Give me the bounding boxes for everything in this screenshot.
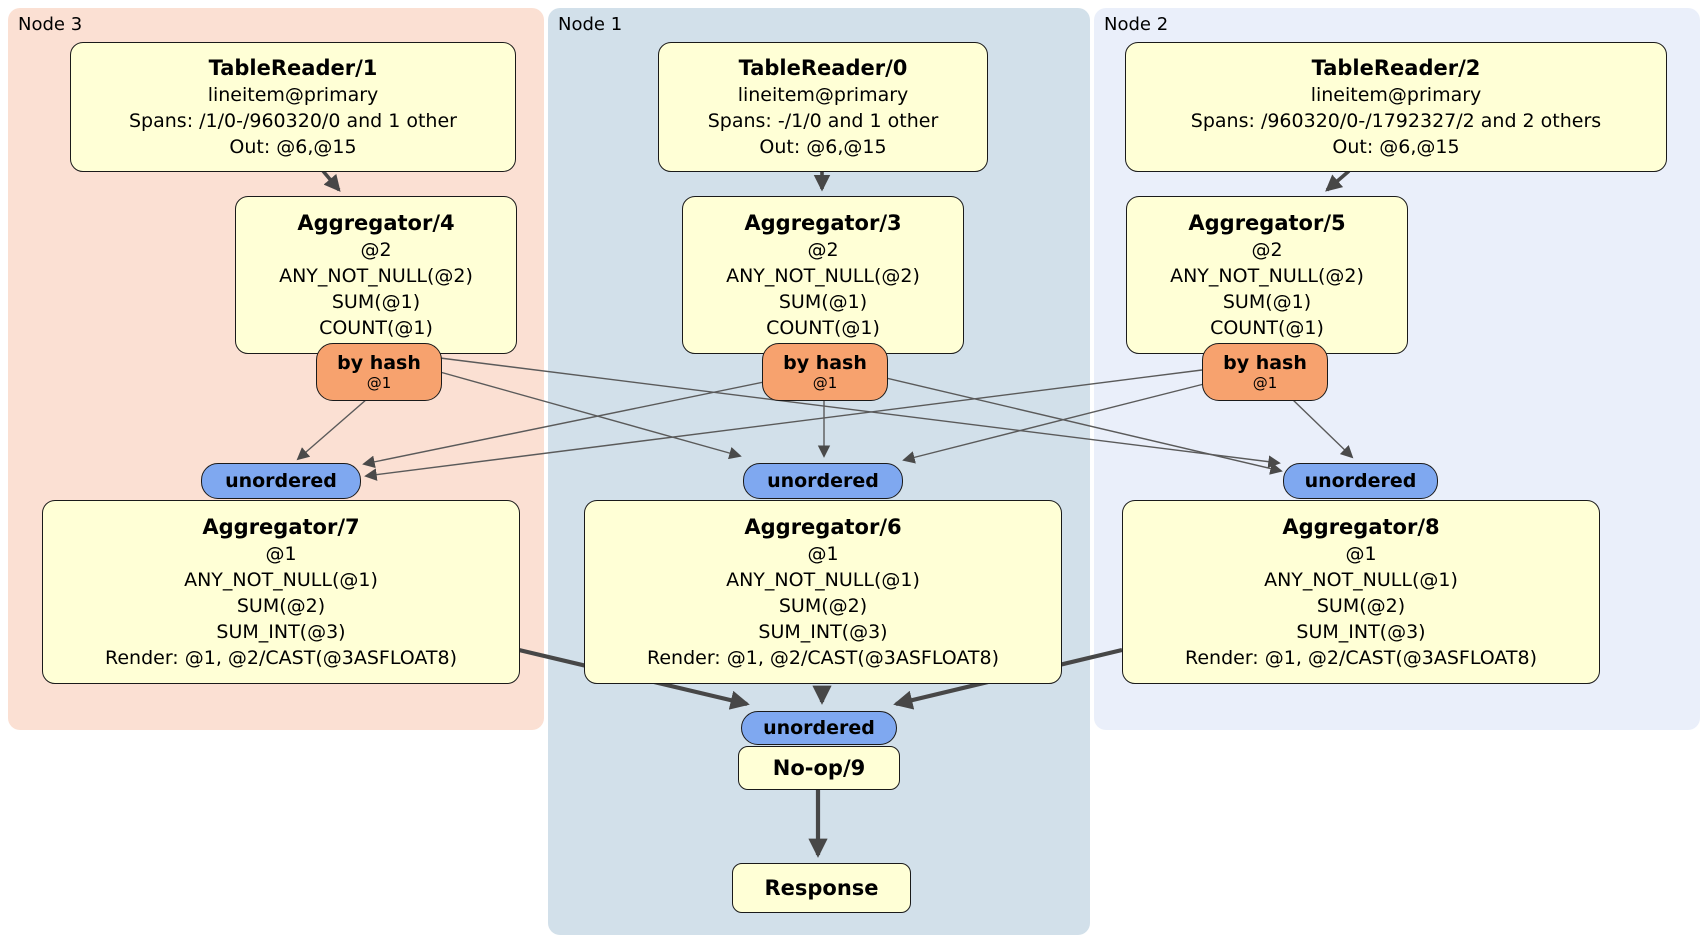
node-detail: Spans: /1/0-/960320/0 and 1 other: [129, 109, 457, 132]
edge-router1-sync2: [885, 377, 1283, 475]
sync-label: unordered: [763, 717, 875, 739]
node-detail: COUNT(@1): [1210, 316, 1324, 339]
tablereader-2-node: TableReader/2 lineitem@primary Spans: /9…: [1125, 42, 1667, 172]
edge-router1-sync3: [362, 381, 765, 469]
tablereader-1-node: TableReader/1 lineitem@primary Spans: /1…: [70, 42, 516, 172]
noop-9-node: No-op/9: [738, 746, 900, 790]
unordered-sync-node1: unordered: [743, 463, 903, 499]
node-title: Aggregator/7: [202, 514, 360, 539]
aggregator-4-node: Aggregator/4 @2 ANY_NOT_NULL(@2) SUM(@1)…: [235, 196, 517, 354]
node-detail: Spans: -/1/0 and 1 other: [707, 109, 939, 132]
aggregator-7-node: Aggregator/7 @1 ANY_NOT_NULL(@1) SUM(@2)…: [42, 500, 520, 684]
node-detail: Render: @1, @2/CAST(@3ASFLOAT8): [1185, 646, 1537, 669]
edge-router3-sync2: [439, 357, 1281, 468]
node-detail: ANY_NOT_NULL(@2): [726, 264, 920, 287]
hash-router-node2: by hash @1: [1202, 343, 1328, 401]
router-label: by hash: [783, 352, 867, 374]
edge-router2-sync2: [1291, 398, 1354, 459]
node-title: No-op/9: [772, 755, 866, 780]
node-detail: SUM_INT(@3): [216, 620, 346, 643]
edge-router3-sync3: [296, 398, 368, 461]
node-detail: Out: @6,@15: [229, 135, 357, 158]
node-title: Aggregator/3: [744, 210, 902, 235]
node-detail: lineitem@primary: [1310, 83, 1482, 106]
node-detail: SUM(@2): [778, 594, 868, 617]
node-detail: @1: [265, 542, 297, 565]
node-title: Aggregator/4: [297, 210, 455, 235]
node-detail: COUNT(@1): [766, 316, 880, 339]
node-detail: @1: [807, 542, 839, 565]
router-key: @1: [1252, 374, 1278, 392]
edge-router3-sync1: [439, 371, 742, 460]
node-title: Aggregator/6: [744, 514, 902, 539]
sync-label: unordered: [225, 470, 337, 492]
node-title: Response: [764, 875, 879, 900]
node-detail: COUNT(@1): [319, 316, 433, 339]
node-detail: SUM(@1): [331, 290, 421, 313]
router-key: @1: [366, 374, 392, 392]
node-detail: SUM(@1): [1222, 290, 1312, 313]
node-detail: ANY_NOT_NULL(@1): [1264, 568, 1458, 591]
aggregator-5-node: Aggregator/5 @2 ANY_NOT_NULL(@2) SUM(@1)…: [1126, 196, 1408, 354]
node-detail: Out: @6,@15: [1332, 135, 1460, 158]
node-detail: ANY_NOT_NULL(@2): [1170, 264, 1364, 287]
unordered-sync-node3: unordered: [201, 463, 361, 499]
aggregator-8-node: Aggregator/8 @1 ANY_NOT_NULL(@1) SUM(@2)…: [1122, 500, 1600, 684]
node-detail: Render: @1, @2/CAST(@3ASFLOAT8): [647, 646, 999, 669]
hash-router-node1: by hash @1: [762, 343, 888, 401]
region-node1-label: Node 1: [558, 14, 623, 35]
edge-tr1-agg4: [321, 169, 341, 192]
node-detail: SUM(@2): [236, 594, 326, 617]
edge-router2-sync3: [364, 369, 1203, 481]
node-title: Aggregator/8: [1282, 514, 1440, 539]
node-title: TableReader/1: [208, 55, 378, 80]
node-detail: lineitem@primary: [207, 83, 379, 106]
node-title: TableReader/2: [1311, 55, 1481, 80]
node-detail: ANY_NOT_NULL(@2): [279, 264, 473, 287]
unordered-sync-node2: unordered: [1283, 463, 1438, 499]
region-node2-label: Node 2: [1104, 14, 1169, 35]
unordered-sync-final: unordered: [741, 711, 897, 745]
tablereader-0-node: TableReader/0 lineitem@primary Spans: -/…: [658, 42, 988, 172]
sync-label: unordered: [767, 470, 879, 492]
node-detail: @1: [1345, 542, 1377, 565]
node-detail: @2: [807, 238, 839, 261]
response-node: Response: [732, 863, 911, 913]
node-detail: SUM(@1): [778, 290, 868, 313]
region-node3-label: Node 3: [18, 14, 83, 35]
router-label: by hash: [1223, 352, 1307, 374]
node-detail: lineitem@primary: [737, 83, 909, 106]
aggregator-3-node: Aggregator/3 @2 ANY_NOT_NULL(@2) SUM(@1)…: [682, 196, 964, 354]
node-detail: @2: [1251, 238, 1283, 261]
node-detail: SUM_INT(@3): [758, 620, 888, 643]
node-detail: Spans: /960320/0-/1792327/2 and 2 others: [1190, 109, 1602, 132]
sync-label: unordered: [1304, 470, 1417, 492]
edge-tr2-agg5: [1325, 169, 1351, 192]
node-detail: ANY_NOT_NULL(@1): [184, 568, 378, 591]
node-detail: Out: @6,@15: [759, 135, 887, 158]
node-detail: SUM_INT(@3): [1296, 620, 1426, 643]
node-detail: @2: [360, 238, 392, 261]
edge-router2-sync1: [902, 383, 1205, 464]
router-label: by hash: [337, 352, 421, 374]
node-title: TableReader/0: [738, 55, 908, 80]
node-detail: Render: @1, @2/CAST(@3ASFLOAT8): [105, 646, 457, 669]
node-detail: ANY_NOT_NULL(@1): [726, 568, 920, 591]
router-key: @1: [812, 374, 838, 392]
hash-router-node3: by hash @1: [316, 343, 442, 401]
node-title: Aggregator/5: [1188, 210, 1346, 235]
node-detail: SUM(@2): [1316, 594, 1406, 617]
aggregator-6-node: Aggregator/6 @1 ANY_NOT_NULL(@1) SUM(@2)…: [584, 500, 1062, 684]
